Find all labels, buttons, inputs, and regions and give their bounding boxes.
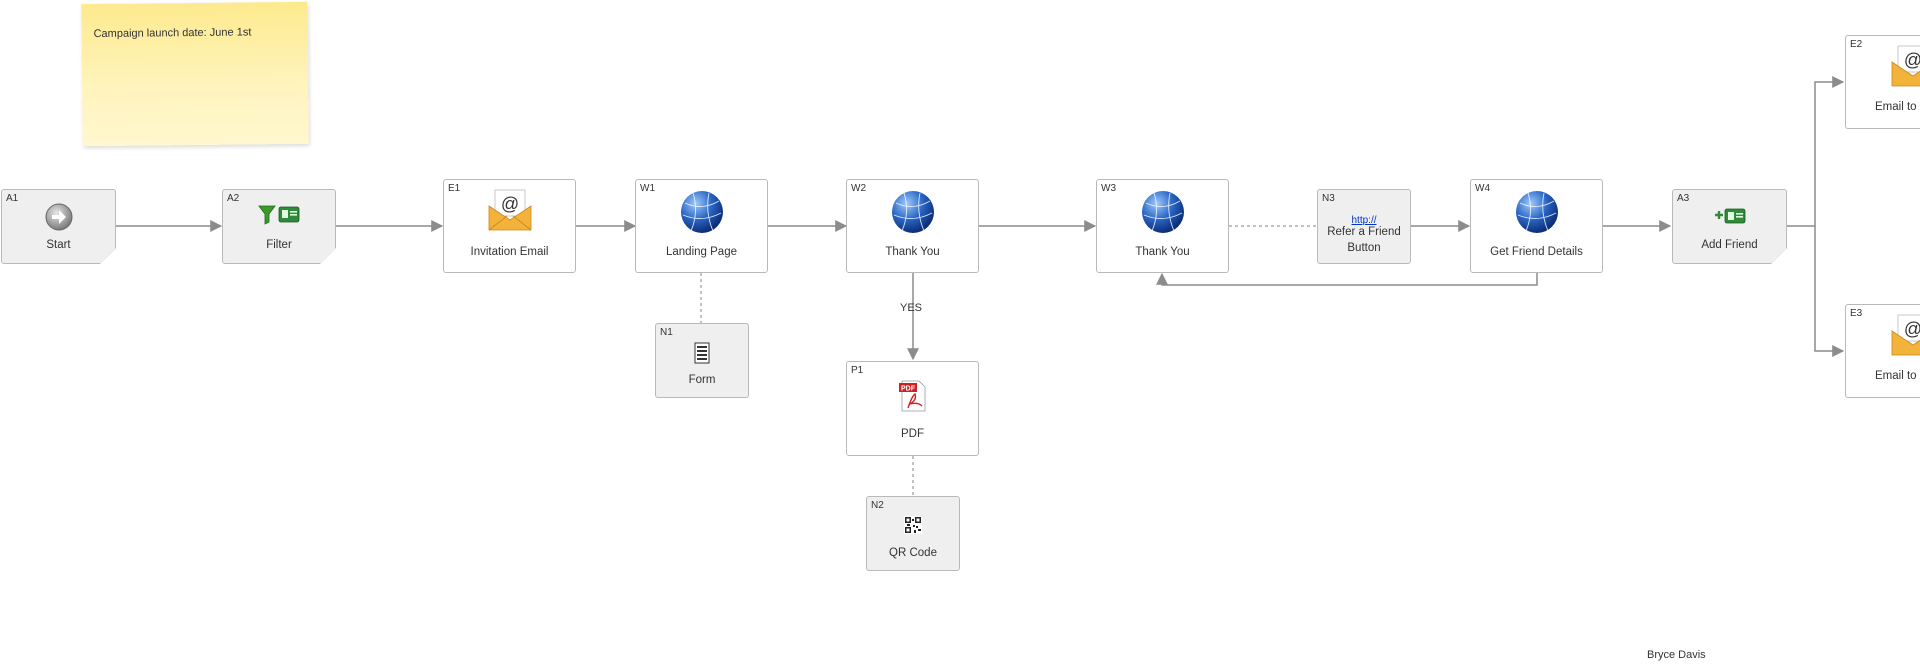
node-id: A3	[1677, 193, 1690, 204]
node-p1-pdf[interactable]: P1 PDF PDF	[846, 361, 979, 456]
pdf-file-icon: PDF	[898, 380, 925, 412]
node-id: N2	[871, 500, 884, 511]
svg-text:@: @	[1904, 319, 1920, 339]
node-label: Thank You	[1135, 246, 1190, 258]
globe-icon	[1515, 191, 1558, 233]
node-w4-get-friend-details[interactable]: W4 Get Friend Details	[1470, 179, 1603, 273]
node-id: W4	[1475, 183, 1490, 194]
connector-a3-e3	[1814, 226, 1845, 357]
envelope-at-icon: @	[1891, 45, 1920, 87]
node-id: A1	[6, 193, 19, 204]
svg-text:@: @	[500, 194, 518, 214]
form-document-icon	[694, 342, 710, 364]
envelope-at-icon: @	[488, 189, 531, 231]
node-n3-refer-a-friend-button[interactable]: N3 http:// Refer a Friend Button	[1317, 189, 1411, 264]
node-label: Start	[46, 239, 71, 251]
node-label: Add Friend	[1701, 239, 1758, 251]
node-id: A2	[227, 193, 240, 204]
node-label: Filter	[266, 239, 292, 251]
node-id: E3	[1850, 308, 1863, 319]
node-id: N3	[1322, 193, 1335, 204]
svg-text:@: @	[1904, 50, 1920, 70]
globe-icon	[1141, 191, 1184, 233]
node-a2-filter[interactable]: A2 Filter	[222, 189, 336, 264]
node-n1-form[interactable]: N1 Form	[655, 323, 749, 398]
filter-funnel-icon	[258, 205, 300, 225]
globe-icon	[891, 191, 934, 233]
node-label: Email to R	[1875, 370, 1920, 382]
node-n2-qr-code[interactable]: N2 QR Code	[866, 496, 960, 571]
node-w1-landing-page[interactable]: W1 Landing Page	[635, 179, 768, 273]
node-w3-thank-you[interactable]: W3 Thank You	[1096, 179, 1229, 273]
qr-code-icon	[904, 516, 922, 534]
connector-w4-w3-return	[1156, 272, 1538, 286]
http-link-icon: http://	[1318, 210, 1410, 228]
node-id: W3	[1101, 183, 1116, 194]
node-label: Email to F	[1875, 101, 1920, 113]
node-label: Thank You	[885, 246, 940, 258]
author-signature: Bryce Davis	[1647, 649, 1706, 661]
node-label-line2: Button	[1347, 242, 1381, 254]
node-id: W2	[851, 183, 866, 194]
node-id: E2	[1850, 39, 1863, 50]
connector-label-yes: YES	[900, 302, 923, 314]
node-id: E1	[448, 183, 461, 194]
node-a1-start[interactable]: A1 Start	[1, 189, 116, 264]
node-a3-add-friend[interactable]: A3 Add Friend	[1672, 189, 1787, 264]
svg-text:PDF: PDF	[901, 386, 916, 393]
node-e2-email[interactable]: E2 @ Email to F	[1845, 35, 1920, 129]
http-link-text: http://	[1351, 215, 1377, 226]
connector-a3-e2	[1787, 76, 1845, 227]
globe-icon	[680, 191, 723, 233]
arrow-circle-icon	[45, 203, 72, 231]
node-w2-thank-you[interactable]: W2 Thank You	[846, 179, 979, 273]
envelope-at-icon: @	[1891, 314, 1920, 356]
sticky-note-text: Campaign launch date: June 1st	[93, 26, 252, 41]
node-label: PDF	[901, 428, 924, 440]
node-label: Invitation Email	[470, 246, 549, 258]
node-label: QR Code	[889, 547, 937, 559]
node-id: N1	[660, 327, 673, 338]
add-contact-icon	[1714, 208, 1745, 224]
node-e1-invitation-email[interactable]: E1 @ Invitation Email	[443, 179, 576, 273]
node-label: Get Friend Details	[1490, 246, 1583, 258]
node-label: Form	[688, 374, 716, 386]
node-e3-email[interactable]: E3 @ Email to R	[1845, 304, 1920, 398]
sticky-note[interactable]: Campaign launch date: June 1st	[81, 1, 309, 147]
node-id: W1	[640, 183, 655, 194]
node-id: P1	[851, 365, 864, 376]
node-label: Landing Page	[666, 246, 737, 258]
node-label-line1: Refer a Friend	[1327, 226, 1401, 238]
